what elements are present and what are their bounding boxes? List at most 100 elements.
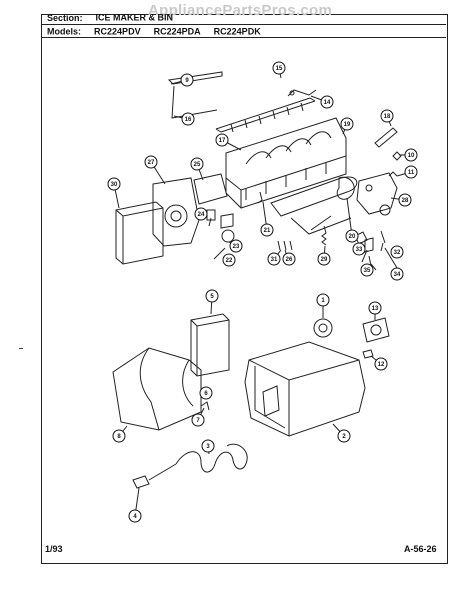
callout-circle [282, 252, 296, 266]
footer-page-code: A-56-26 [404, 544, 437, 554]
callout-28: 28 [398, 193, 412, 207]
part-25-motor [193, 173, 228, 205]
callout-33: 33 [352, 242, 366, 256]
callout-number: 7 [196, 418, 200, 424]
callout-circle [128, 509, 142, 523]
callout-19: 19 [340, 117, 354, 131]
callout-circle [267, 252, 281, 266]
callout-23: 23 [229, 239, 243, 253]
watermark: AppliancePartsPros.com [148, 2, 333, 19]
callout-27: 27 [144, 155, 158, 169]
callout-number: 16 [185, 117, 192, 123]
callout-circle [112, 429, 126, 443]
callout-circle [404, 165, 418, 179]
callout-number: 17 [219, 138, 226, 144]
callout-4: 4 [128, 509, 142, 523]
callout-number: 22 [226, 258, 233, 264]
callout-14: 14 [320, 95, 334, 109]
callout-number: 33 [356, 247, 363, 253]
callout-10: 10 [404, 148, 418, 162]
section-label: Section: [47, 12, 83, 23]
callout-number: 14 [324, 100, 331, 106]
models-header: Models: RC224PDV RC224PDA RC224PDK [41, 24, 446, 38]
callout-6: 6 [199, 386, 213, 400]
callout-number: 20 [349, 234, 356, 240]
callout-circle [107, 177, 121, 191]
callout-number: 35 [364, 268, 371, 274]
part-4-plug [132, 463, 177, 489]
callout-circle [345, 229, 359, 243]
callout-35: 35 [360, 263, 374, 277]
part-5-shroud [190, 313, 230, 377]
scan-mark [19, 348, 23, 349]
diagram-frame [41, 14, 448, 564]
callout-1: 1 [316, 293, 330, 307]
callout-24: 24 [194, 207, 208, 221]
callout-number: 21 [264, 228, 271, 234]
callout-18: 18 [380, 109, 394, 123]
callout-circle [201, 439, 215, 453]
callout-number: 15 [276, 66, 283, 72]
callout-34: 34 [390, 267, 404, 281]
part-7-clip [200, 401, 210, 411]
callout-9: 9 [180, 73, 194, 87]
callout-number: 6 [204, 391, 208, 397]
callout-circle [368, 301, 382, 315]
part-8-chute [112, 347, 202, 431]
callout-26: 26 [282, 252, 296, 266]
callout-circle [190, 157, 204, 171]
callout-number: 9 [185, 78, 189, 84]
model-3: RC224PDK [213, 26, 261, 37]
callout-number: 3 [206, 444, 210, 450]
callout-16: 16 [181, 112, 195, 126]
callout-number: 8 [117, 434, 121, 440]
callout-number: 29 [321, 257, 328, 263]
part-29-spring [321, 225, 327, 246]
part-12-clip [362, 349, 374, 359]
footer-date: 1/93 [45, 544, 63, 554]
callout-number: 34 [394, 272, 401, 278]
part-11-screw [388, 171, 398, 177]
exploded-parts-diagram: 1234567891011121314151617181920212223242… [107, 61, 418, 523]
callout-number: 12 [378, 362, 385, 368]
model-2: RC224PDA [153, 26, 201, 37]
callout-circle [215, 133, 229, 147]
callout-number: 32 [394, 250, 401, 256]
callout-circle [222, 253, 236, 267]
callout-markers: 1234567891011121314151617181920212223242… [107, 61, 418, 523]
part-9-bail-arm [167, 71, 223, 85]
callout-7: 7 [191, 413, 205, 427]
callout-11: 11 [404, 165, 418, 179]
callout-number: 18 [384, 114, 391, 120]
callout-circle [180, 73, 194, 87]
callout-20: 20 [345, 229, 359, 243]
callout-3: 3 [201, 439, 215, 453]
callout-circle [317, 252, 331, 266]
callout-number: 10 [408, 153, 415, 159]
callout-17: 17 [215, 133, 229, 147]
part-30-cover [115, 201, 164, 265]
callout-circle [191, 413, 205, 427]
callout-31: 31 [267, 252, 281, 266]
part-23-clip [220, 213, 234, 229]
callout-22: 22 [222, 253, 236, 267]
callout-circle [144, 155, 158, 169]
callout-30: 30 [107, 177, 121, 191]
callout-12: 12 [374, 357, 388, 371]
callout-circle [316, 293, 330, 307]
part-2-ice-bin [244, 341, 366, 437]
callout-number: 5 [210, 294, 214, 300]
callout-25: 25 [190, 157, 204, 171]
part-31-screw [277, 240, 293, 251]
callout-circle [374, 357, 388, 371]
callout-circle [194, 207, 208, 221]
callout-8: 8 [112, 429, 126, 443]
callout-circle [337, 429, 351, 443]
part-16-shutoff-arm [171, 85, 218, 119]
callout-number: 4 [133, 514, 137, 520]
callout-circle [352, 242, 366, 256]
callout-circle [390, 245, 404, 259]
part-22-gear [221, 229, 235, 243]
callout-number: 13 [372, 306, 379, 312]
callout-21: 21 [260, 223, 274, 237]
